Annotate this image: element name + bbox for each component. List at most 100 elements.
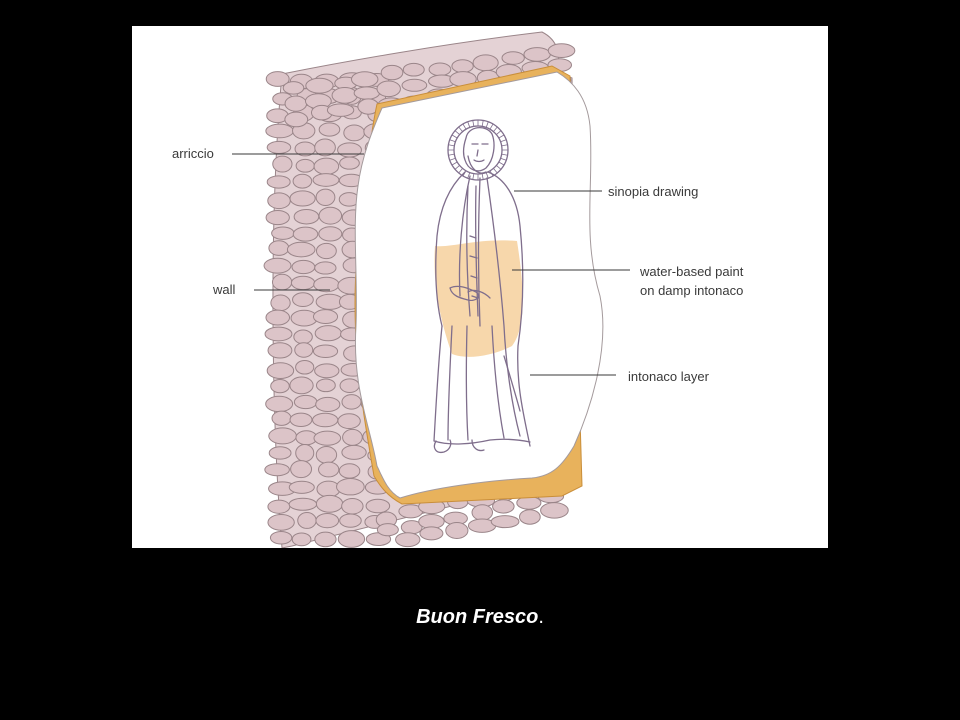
halo-ray: [448, 144, 455, 147]
halo-ray: [481, 120, 484, 127]
fresco-diagram-panel: arriccio wall sinopia drawing water-base…: [132, 26, 828, 548]
saint-figure: [433, 119, 531, 454]
stone: [267, 192, 291, 210]
stone: [337, 530, 366, 548]
stone: [312, 412, 339, 428]
label-paint-line2: on damp intonaco: [640, 283, 743, 298]
stone: [315, 396, 341, 413]
stone: [292, 173, 313, 189]
halo-ray: [448, 153, 455, 156]
stone: [271, 410, 292, 426]
stone: [272, 155, 293, 173]
label-arriccio: arriccio: [172, 146, 214, 161]
stone: [271, 273, 293, 291]
stone: [288, 497, 318, 511]
halo-ray: [498, 134, 505, 139]
halo-ray: [467, 121, 471, 128]
stone: [315, 446, 338, 464]
stone: [290, 460, 313, 479]
stone: [291, 532, 312, 547]
halo-ray: [462, 123, 467, 130]
halo-ray: [500, 139, 507, 143]
stone: [326, 103, 355, 117]
stone: [267, 514, 295, 531]
stone: [419, 526, 444, 541]
stone: [266, 140, 292, 154]
stone: [264, 463, 290, 477]
stone: [523, 47, 551, 62]
stone: [395, 532, 421, 548]
stone: [315, 512, 340, 529]
stone: [313, 430, 342, 446]
stone: [540, 502, 569, 519]
stone: [295, 158, 315, 173]
stone: [289, 412, 313, 428]
stone: [312, 309, 339, 325]
stone: [266, 175, 291, 189]
caption-suffix: .: [538, 606, 544, 628]
stone: [314, 138, 336, 157]
fresco-diagram: arriccio wall sinopia drawing water-base…: [172, 31, 744, 548]
stone: [547, 43, 576, 58]
leader-lines: [232, 153, 630, 376]
stone: [376, 80, 401, 98]
stone: [289, 376, 314, 395]
stone: [265, 71, 290, 87]
stone: [318, 122, 341, 137]
stone: [401, 78, 428, 92]
stone: [267, 342, 293, 359]
halo-ray: [458, 167, 463, 174]
stone: [315, 378, 336, 393]
halo-ray: [485, 121, 489, 128]
stone: [445, 522, 469, 539]
halo-ray: [493, 126, 498, 133]
caption-title: Buon Fresco: [416, 606, 539, 628]
stone: [295, 359, 315, 375]
halo-ray: [501, 153, 508, 156]
stone: [339, 378, 360, 393]
stone: [519, 509, 541, 525]
halo-ray: [489, 123, 494, 130]
stone: [268, 446, 292, 460]
stone: [293, 394, 318, 410]
stone: [380, 64, 404, 81]
stone: [472, 54, 499, 72]
stone: [338, 463, 361, 479]
halo-ray: [472, 120, 475, 127]
halo-ray: [458, 126, 463, 133]
stone: [350, 71, 379, 88]
stone: [269, 530, 293, 545]
stone: [365, 498, 391, 514]
diagram-labels: arriccio wall sinopia drawing water-base…: [172, 146, 744, 384]
stone: [318, 461, 340, 478]
stone: [292, 292, 314, 308]
stone: [315, 188, 336, 206]
stone: [263, 257, 292, 274]
stone: [282, 81, 305, 95]
stone: [293, 208, 320, 225]
stone: [293, 329, 313, 345]
halo-ray: [500, 157, 507, 161]
stone: [490, 515, 520, 529]
stone: [265, 210, 290, 226]
stone: [341, 498, 364, 515]
stone: [343, 124, 366, 142]
label-wall: wall: [212, 282, 236, 297]
stone: [289, 190, 316, 207]
halo-ray: [454, 130, 461, 135]
stone: [268, 427, 297, 445]
halo-ray: [495, 130, 502, 135]
stone: [264, 326, 293, 342]
label-intonaco: intonaco layer: [628, 369, 710, 384]
halo-ray: [449, 139, 456, 143]
stone: [266, 362, 295, 380]
stone: [376, 523, 399, 537]
halo-ray: [498, 161, 505, 166]
stone: [318, 226, 343, 242]
stone: [501, 51, 525, 65]
stone: [341, 444, 367, 460]
stone: [295, 444, 315, 462]
stone: [265, 395, 294, 413]
stone: [265, 309, 291, 326]
